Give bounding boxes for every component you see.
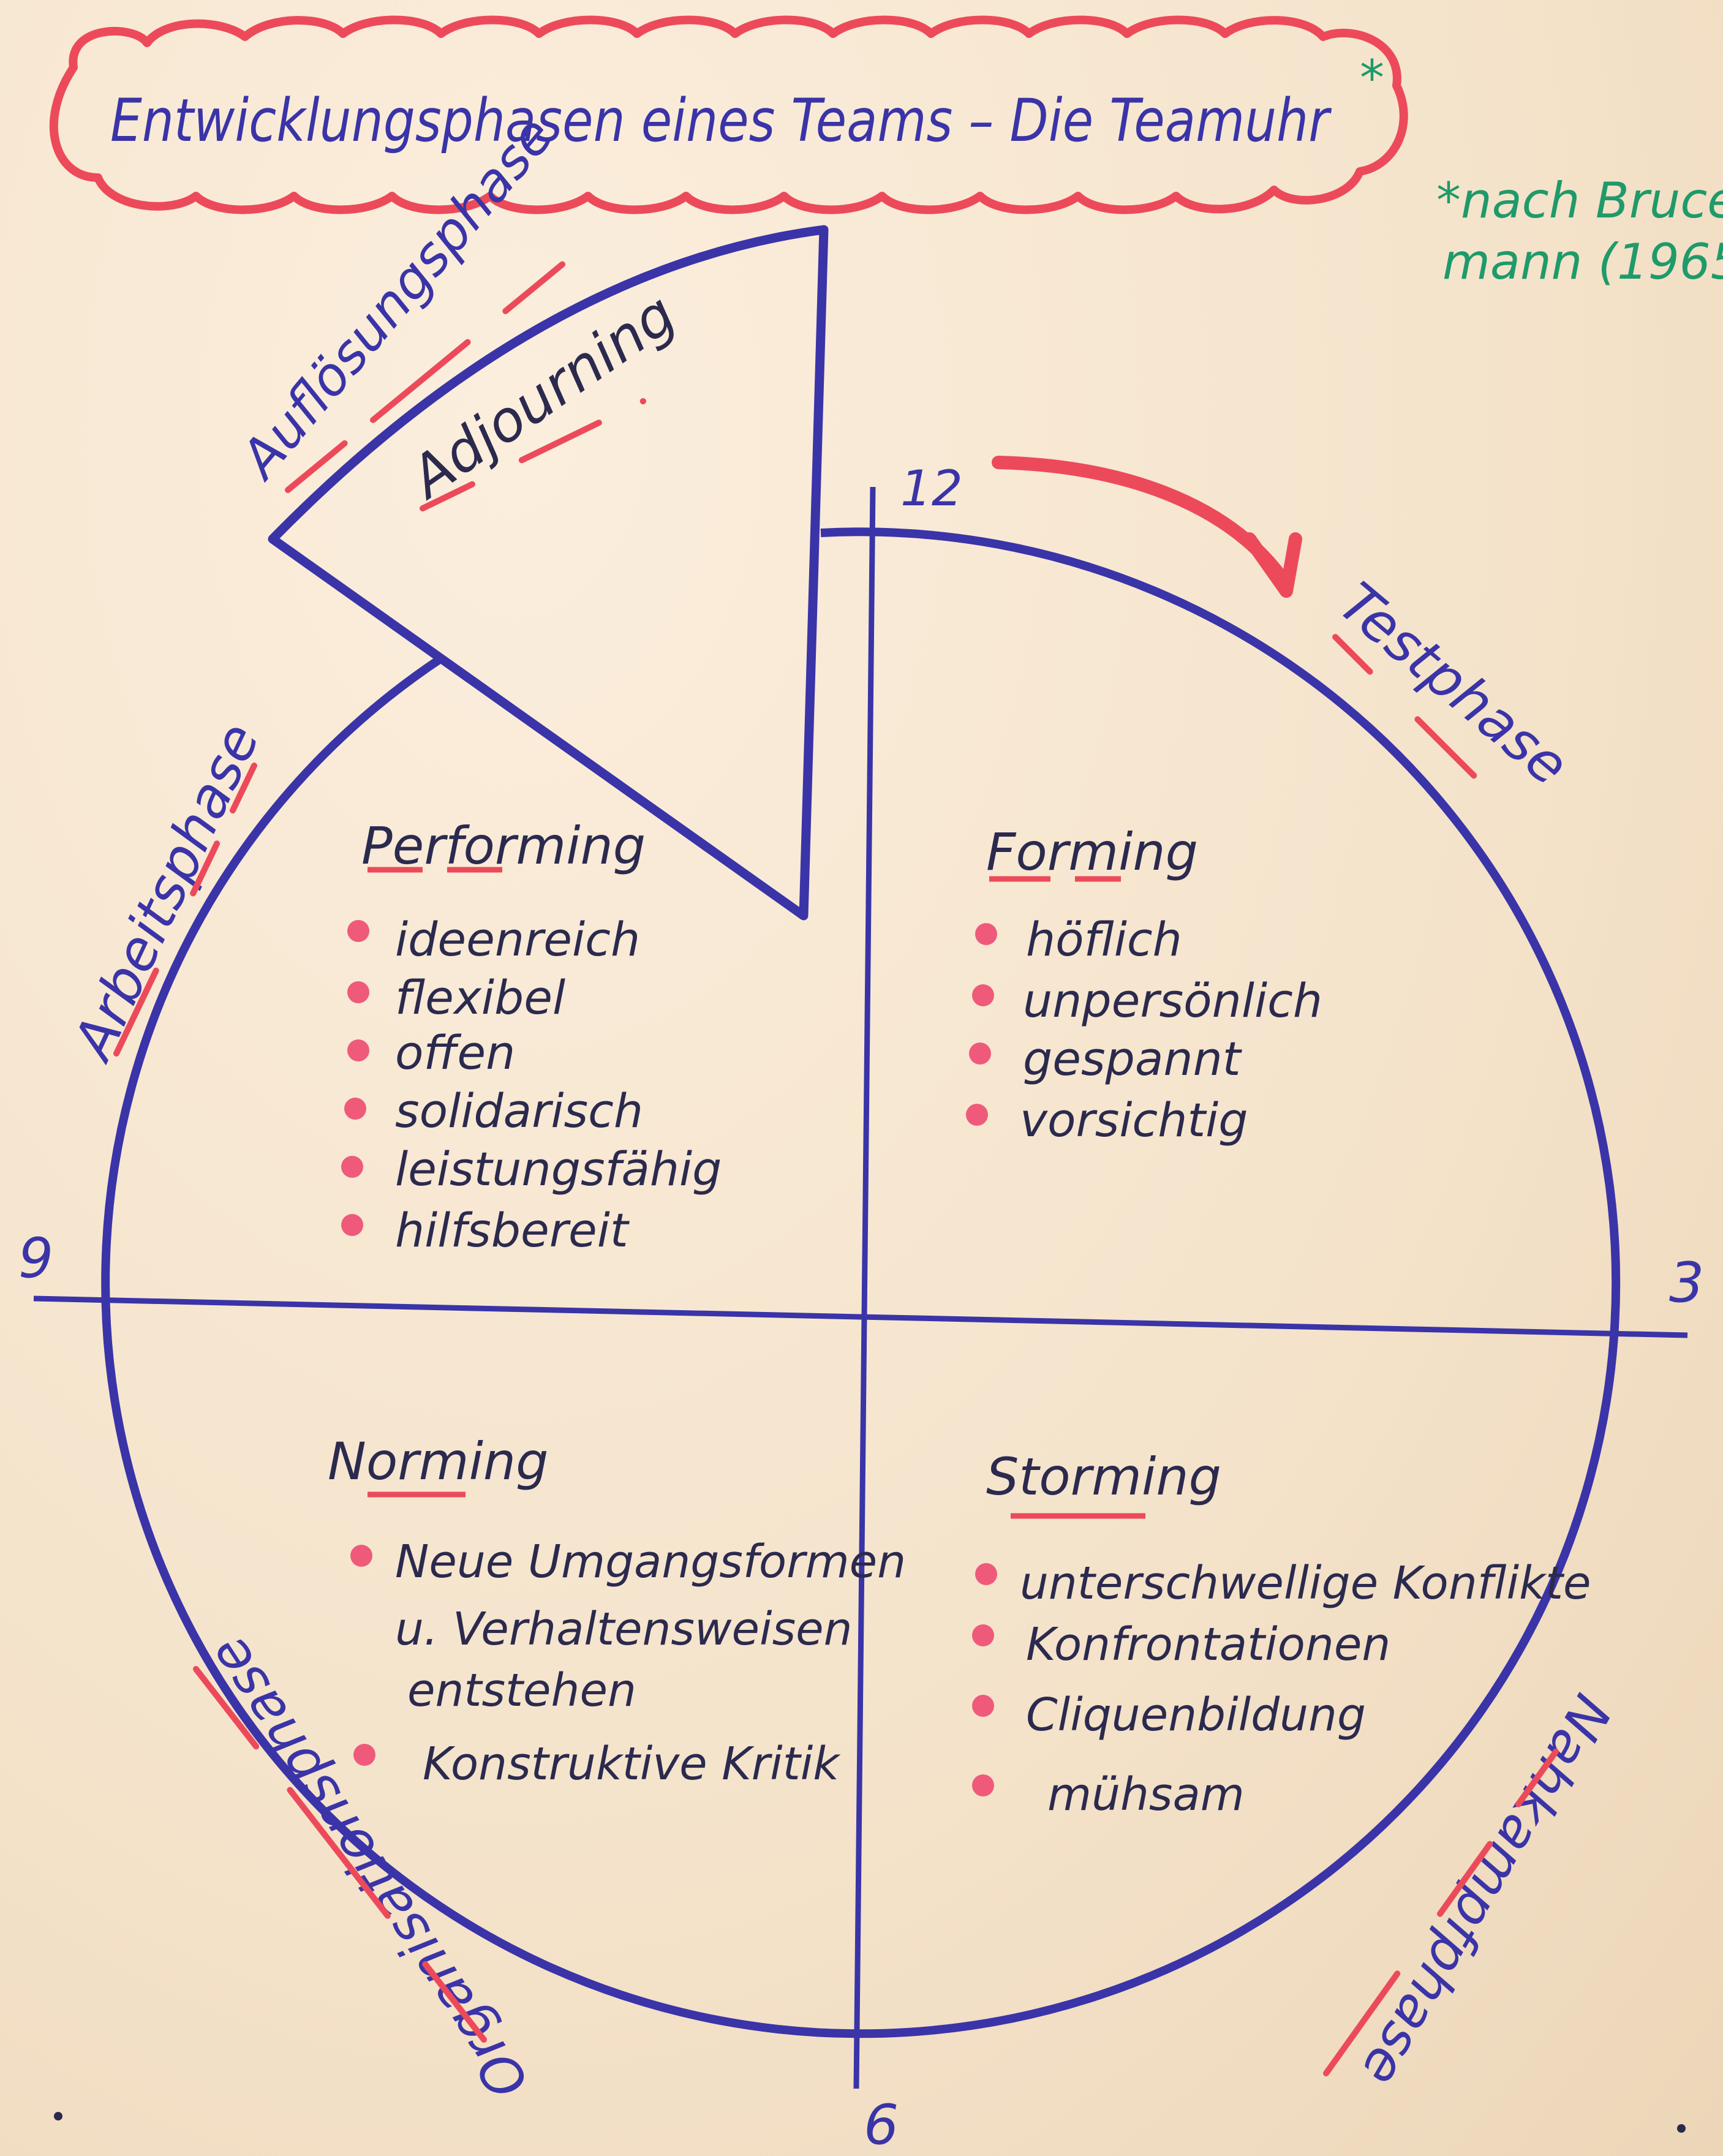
underline-arbeitsphase (113, 763, 257, 1057)
list-item: mühsam (1047, 1768, 1245, 1821)
quadrant-norming: Norming Neue Umgangsformen u. Verhaltens… (328, 1431, 906, 1790)
vertical-axis (853, 486, 876, 2089)
bullet (972, 1624, 994, 1646)
heading-storming: Storming (986, 1447, 1221, 1507)
bullet (341, 1156, 363, 1178)
bullet (975, 1563, 997, 1585)
pin-dot (1677, 2124, 1686, 2133)
bullet (347, 920, 369, 942)
list-item: Cliquenbildung (1026, 1689, 1366, 1741)
list-item: ideenreich (395, 912, 640, 967)
underline-aufloesung (285, 260, 567, 493)
bullet (972, 1774, 994, 1796)
list-item: Konstruktive Kritik (423, 1738, 841, 1790)
quadrant-storming: Storming unterschwellige Konflikte Konfr… (972, 1447, 1591, 1821)
clock-number-9: 9 (18, 1226, 53, 1291)
pin-dot (54, 2112, 62, 2120)
clock-number-3: 3 (1669, 1251, 1704, 1315)
bullet (344, 1098, 366, 1120)
phase-label-testphase: Testphase (1327, 570, 1581, 798)
bullet (353, 1744, 375, 1766)
horizontal-axis (33, 1295, 1688, 1338)
bullet (966, 1104, 988, 1126)
bullet (975, 923, 997, 945)
bullet (969, 1042, 991, 1065)
list-item-continued: entstehen (407, 1664, 636, 1717)
list-item: unterschwellige Konflikte (1020, 1557, 1591, 1610)
clock-circle-outline (101, 527, 1621, 2038)
list-item: unpersönlich (1023, 973, 1322, 1028)
list-item: hilfsbereit (395, 1203, 630, 1257)
bullet (972, 1695, 994, 1717)
adjourning-wedge (268, 225, 829, 921)
bullet (347, 1039, 369, 1061)
title-asterisk: * (1360, 50, 1384, 107)
quadrant-forming: Forming höflich unpersönlich gespannt vo… (966, 822, 1322, 1147)
list-item: Konfrontationen (1026, 1618, 1390, 1671)
list-item: vorsichtig (1020, 1093, 1248, 1147)
underline-testphase (1332, 634, 1491, 793)
phase-label-nahkampfphase: Nahkampfphase (1349, 1684, 1624, 2097)
list-item: höflich (1026, 912, 1182, 967)
list-item-continued: u. Verhaltensweisen (395, 1603, 853, 1656)
list-item: leistungsfähig (395, 1142, 722, 1196)
heading-norming: Norming (328, 1431, 549, 1491)
list-item: Neue Umgangsformen (395, 1536, 906, 1588)
phase-label-arbeitsphase: Arbeitsphase (60, 714, 273, 1071)
bullet (347, 981, 369, 1003)
list-item: flexibel (395, 970, 565, 1025)
heading-forming: Forming (986, 822, 1198, 882)
heading-performing: Performing (361, 816, 646, 876)
underline-adjourning (420, 398, 646, 511)
title-cloud (49, 15, 1408, 214)
clock-number-6: 6 (864, 2093, 899, 2156)
page-title: Entwicklungsphasen eines Teams – Die Tea… (110, 86, 1332, 155)
clock-number-12: 12 (900, 460, 963, 517)
list-item: gespannt (1023, 1031, 1243, 1086)
bullet (350, 1545, 372, 1567)
bullet (972, 984, 994, 1006)
footnote-line-2: mann (1965) (1442, 233, 1723, 290)
clockwise-arrow-head (1243, 532, 1302, 598)
underline-nahkampfphase (1323, 1749, 1559, 2076)
list-item: offen (395, 1025, 515, 1080)
quadrant-performing: Performing ideenreich flexibel offen sol… (341, 816, 722, 1257)
footnote-line-1: *nach Bruce W. Tuck- (1436, 172, 1723, 229)
underline-organisationsphase (193, 1666, 487, 2043)
clockwise-arrow (992, 456, 1287, 582)
list-item: solidarisch (395, 1084, 643, 1138)
bullet (341, 1214, 363, 1236)
